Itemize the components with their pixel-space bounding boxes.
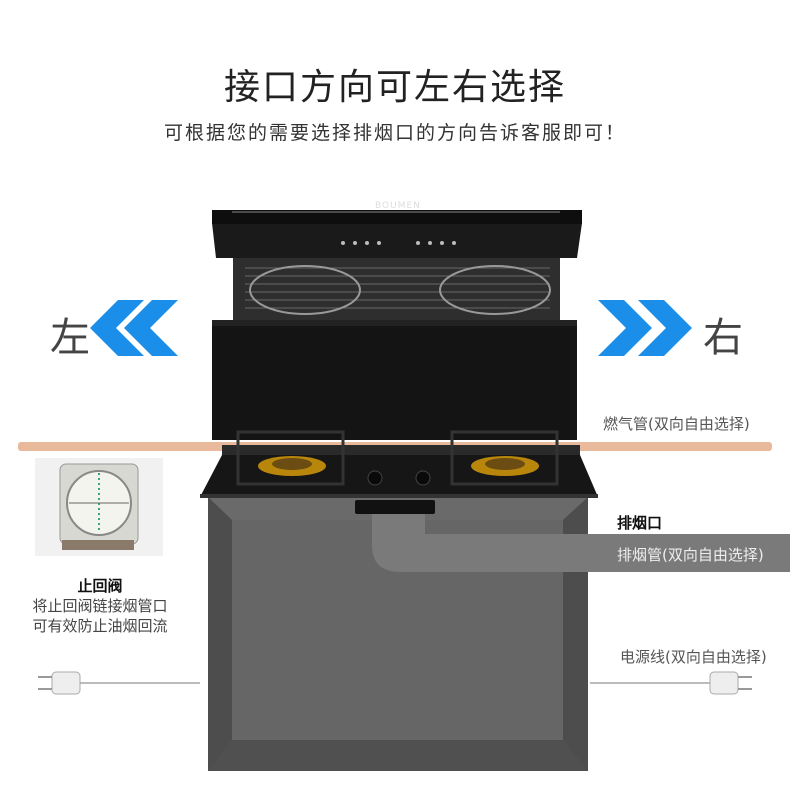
right-power-plug-icon bbox=[590, 671, 752, 695]
gas-pipe-label: 燃气管(双向自由选择) bbox=[603, 415, 750, 433]
exhaust-pipe-label: 排烟管(双向自由选择) bbox=[617, 546, 764, 564]
exhaust-pipe bbox=[355, 500, 790, 572]
right-direction-label: 右 bbox=[703, 315, 743, 361]
page-title: 接口方向可左右选择 bbox=[223, 67, 566, 108]
power-cord-label: 电源线(双向自由选择) bbox=[620, 648, 767, 666]
cooktop bbox=[200, 430, 598, 498]
right-arrow-icon bbox=[598, 300, 692, 356]
page-subtitle: 可根据您的需要选择排烟口的方向告诉客服即可！ bbox=[163, 122, 626, 144]
left-arrow-icon bbox=[90, 300, 178, 356]
check-valve-desc-2: 可有效防止油烟回流 bbox=[32, 617, 168, 635]
exhaust-collar bbox=[355, 500, 435, 514]
exhaust-port-label: 排烟口 bbox=[617, 514, 663, 532]
left-direction-label: 左 bbox=[50, 315, 90, 361]
check-valve-title: 止回阀 bbox=[77, 577, 123, 595]
check-valve-caption: 止回阀 将止回阀链接烟管口 可有效防止油烟回流 bbox=[20, 576, 180, 636]
check-valve-image bbox=[35, 458, 163, 556]
brand-logo: BOUMEN bbox=[375, 201, 421, 211]
range-hood bbox=[212, 210, 582, 440]
left-power-plug-icon bbox=[38, 671, 200, 695]
check-valve-desc-1: 将止回阀链接烟管口 bbox=[32, 597, 168, 615]
cabinet bbox=[208, 497, 588, 771]
